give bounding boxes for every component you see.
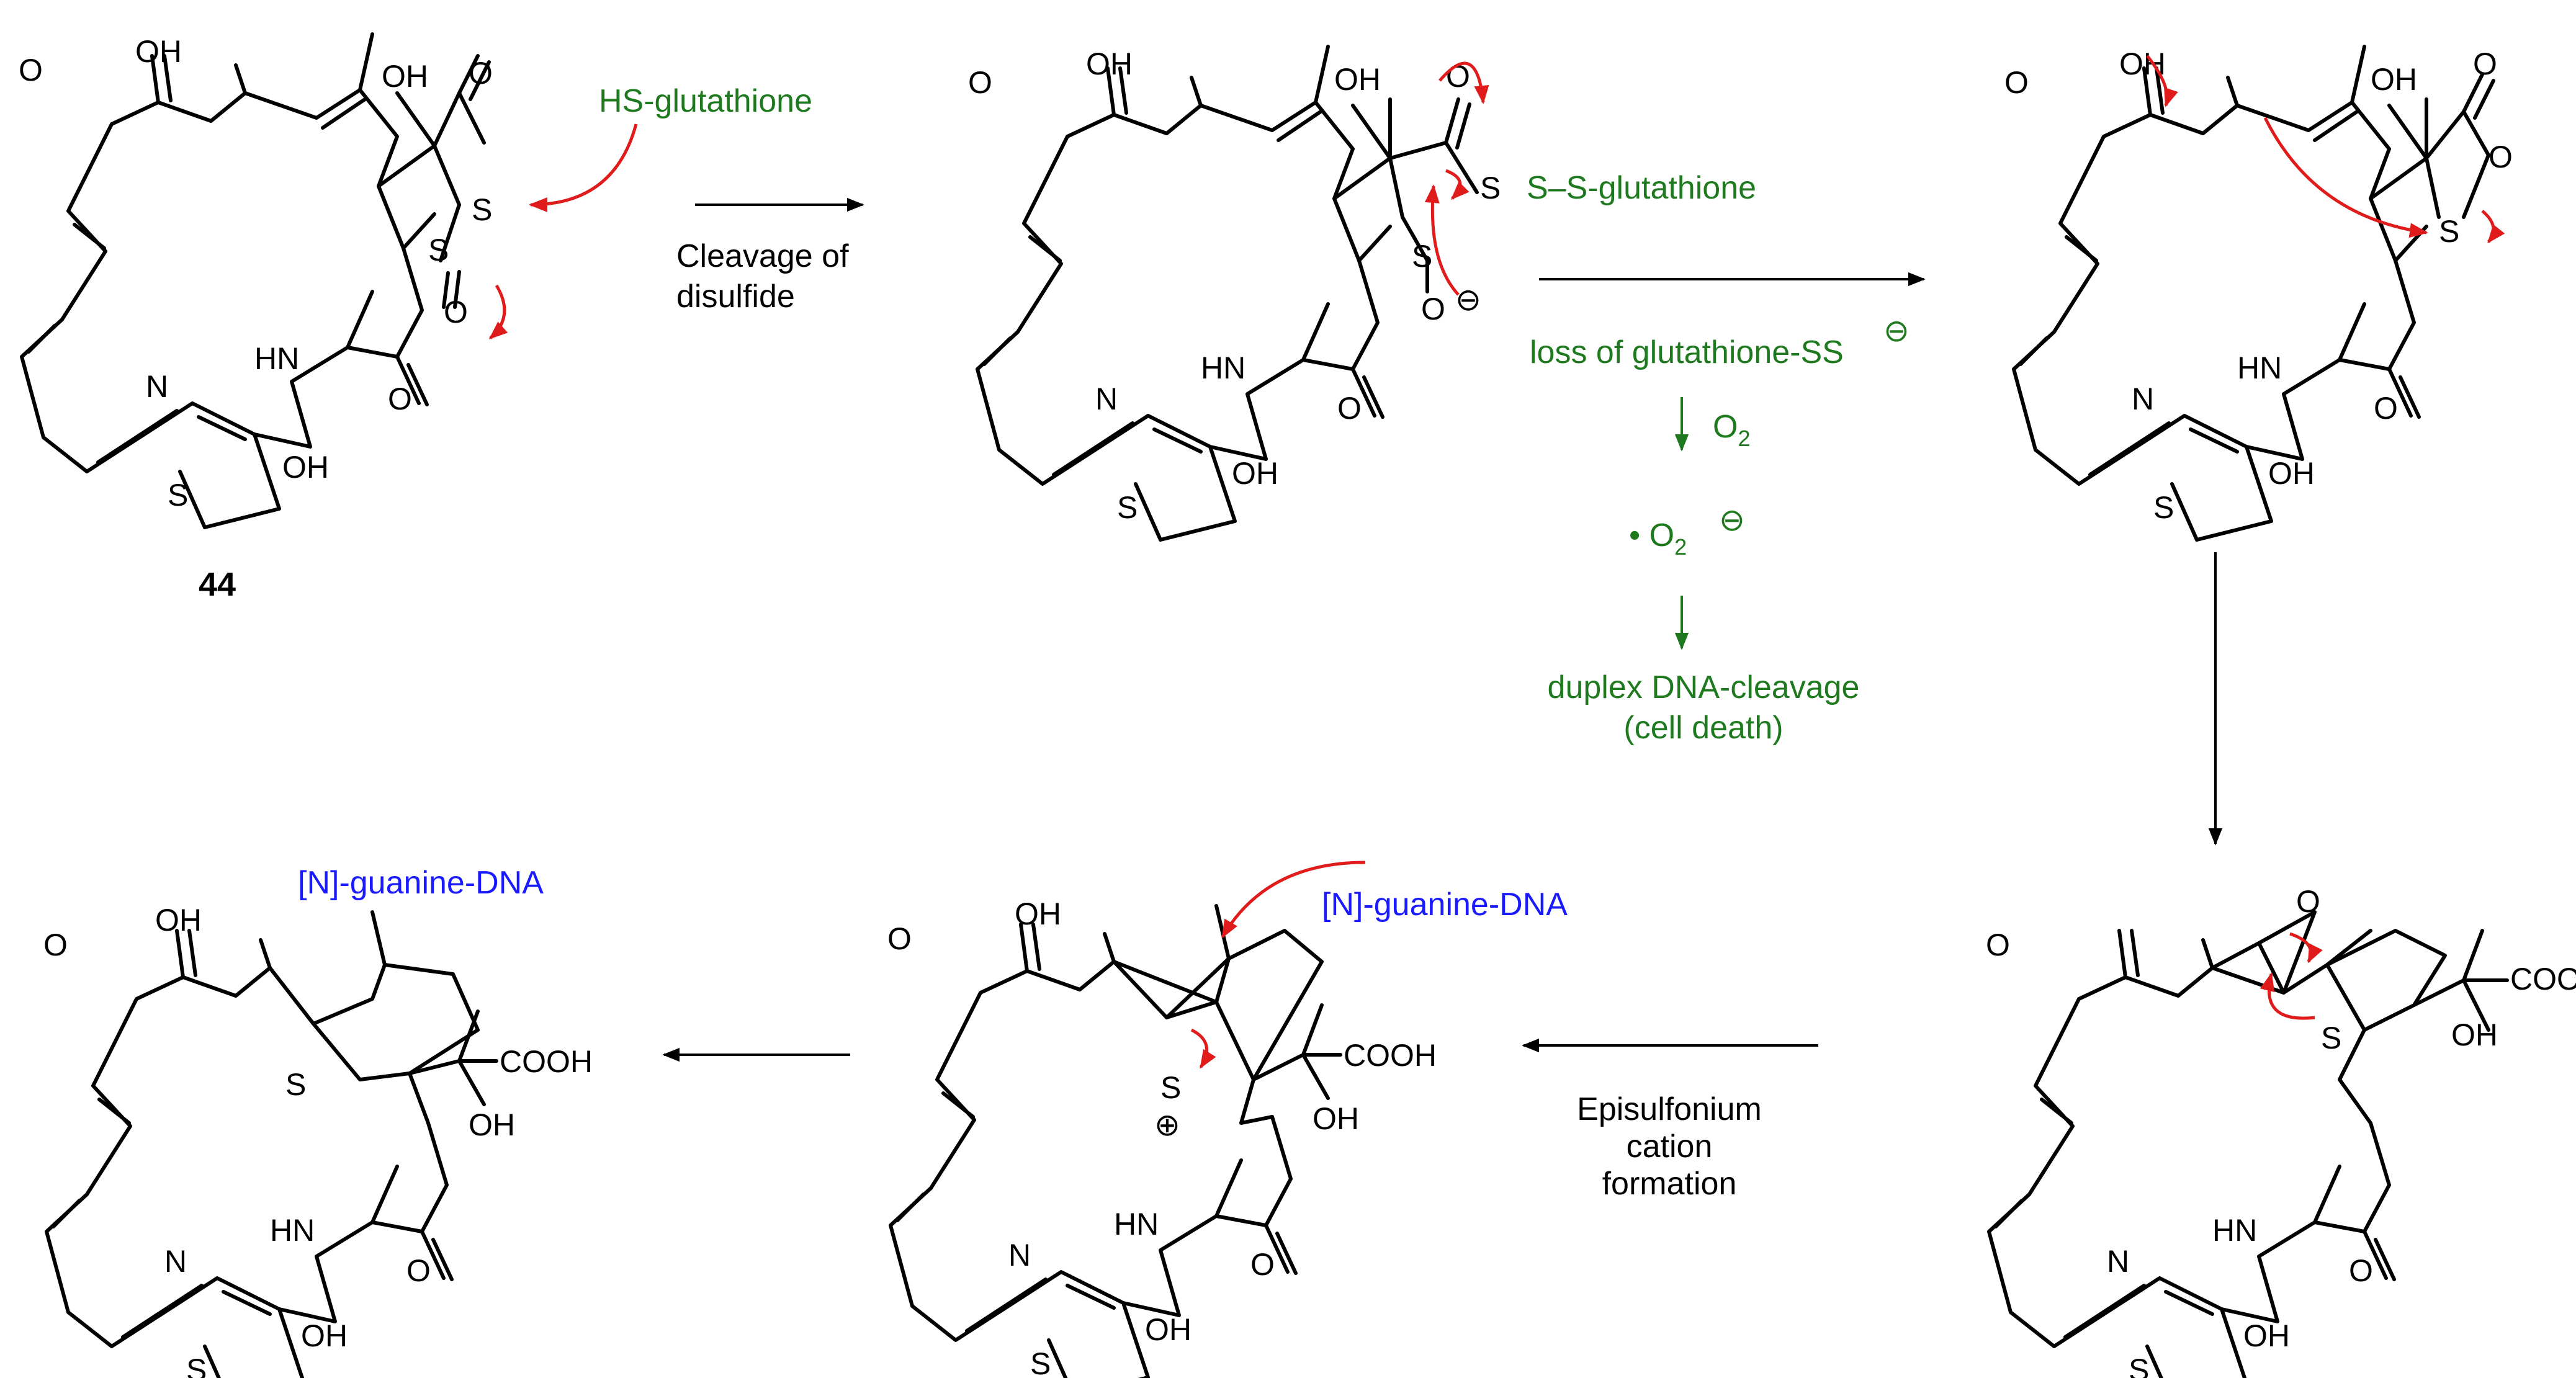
structure-mixed-disulfide: O OH OH O S S O ⊖ HN O N S OH: [968, 45, 1501, 540]
hydroxyl-group: OH: [2119, 47, 2166, 81]
step-label: Episulfonium: [1577, 1091, 1762, 1127]
ketone-oxygen: O: [2004, 65, 2029, 100]
dna-adduct-label: [N]-guanine-DNA: [298, 865, 544, 901]
superoxide-label: • O2: [1629, 517, 1687, 560]
thiazole-nitrogen: N: [2132, 382, 2154, 416]
sulfoxide-oxygen: O: [444, 295, 468, 329]
thiolane-sulfur: S: [2321, 1021, 2341, 1055]
episulfonium-sulfur: S: [1160, 1070, 1181, 1105]
ketone-oxygen: O: [968, 65, 992, 100]
carboxylic-acid: COOH: [2510, 962, 2576, 996]
thiazole-nitrogen: N: [146, 369, 168, 404]
negative-charge: ⊖: [1883, 313, 1910, 348]
hydroxyl-group: OH: [469, 1107, 515, 1142]
positive-charge: ⊕: [1154, 1107, 1180, 1142]
hydroxyl-group: OH: [1086, 47, 1133, 81]
step-label: Cleavage of: [676, 238, 849, 274]
hydroxyl-group: OH: [1313, 1101, 1359, 1136]
step-label: disulfide: [676, 279, 795, 315]
dna-cleavage-label: (cell death): [1623, 710, 1783, 746]
sulfenate-sulfur: S: [1412, 239, 1432, 274]
thiazole-nitrogen: N: [1095, 382, 1118, 416]
amide-nh: HN: [254, 341, 299, 376]
ring-sulfur: S: [2439, 214, 2459, 249]
thiazole-sulfur: S: [1117, 490, 1138, 525]
negative-charge: ⊖: [1455, 282, 1481, 317]
hydroxyl-group: OH: [301, 1318, 348, 1353]
thiazole-nitrogen: N: [2107, 1244, 2129, 1279]
structure-oxathiolanone: O OH OH O O S HN O N S OH: [2004, 45, 2513, 540]
hydroxyl-group: OH: [2371, 62, 2417, 97]
structure-dna-adduct: O OH S COOH OH HN O N S OH: [43, 903, 593, 1378]
carboxylic-acid: COOH: [500, 1044, 593, 1079]
dna-cleavage-label: duplex DNA-cleavage: [1548, 669, 1860, 705]
step-label: loss of glutathione-SS: [1530, 334, 1844, 370]
step-label: cation: [1627, 1129, 1713, 1165]
structure-44: O OH OH O S S O HN O N S OH: [19, 32, 638, 527]
hydroxyl-group: OH: [2451, 1018, 2498, 1052]
thiazole-sulfur: S: [168, 478, 188, 512]
hydroxyl-group: OH: [2243, 1318, 2290, 1353]
hydroxyl-group: OH: [2268, 456, 2315, 491]
hydroxyl-group: OH: [382, 59, 428, 94]
carboxylic-acid: COOH: [1344, 1038, 1437, 1073]
ring-oxygen: O: [2488, 140, 2513, 174]
glutathione-reagent: HS-glutathione: [599, 83, 812, 119]
amide-nh: HN: [2237, 351, 2282, 385]
structure-episulfonium: O OH S ⊕ COOH OH HN O N S OH: [887, 861, 1437, 1378]
structure-epoxide: O O S COOH OH HN O N S OH: [1986, 884, 2576, 1378]
oxygen-reagent: O2: [1713, 409, 1750, 451]
ketone-oxygen: O: [887, 921, 912, 956]
thiazole-sulfur: S: [2129, 1353, 2149, 1378]
thiazole-sulfur: S: [186, 1353, 207, 1378]
ketone-oxygen: O: [43, 928, 68, 962]
amide-oxygen: O: [1250, 1247, 1275, 1282]
compound-number: 44: [199, 566, 236, 603]
thiazole-sulfur: S: [1030, 1346, 1051, 1378]
sulfenate-oxygen: O: [1421, 292, 1445, 326]
thioether-sulfur: S: [285, 1067, 306, 1102]
step-label: formation: [1602, 1166, 1737, 1202]
sulfur-atom: S: [472, 192, 492, 227]
negative-charge: ⊖: [1719, 503, 1745, 537]
hydroxyl-group: OH: [1145, 1312, 1192, 1347]
thiazole-sulfur: S: [2153, 490, 2174, 525]
epoxide-oxygen: O: [2296, 884, 2320, 919]
ketone-oxygen: O: [1986, 928, 2010, 962]
hydroxyl-group: OH: [155, 903, 202, 937]
amide-nh: HN: [2212, 1213, 2257, 1248]
amide-nh: HN: [270, 1213, 315, 1248]
dna-nucleophile-label: [N]-guanine-DNA: [1322, 887, 1568, 923]
hydroxyl-group: OH: [1015, 897, 1061, 931]
amide-oxygen: O: [2374, 391, 2398, 426]
hydroxyl-group: OH: [282, 450, 329, 485]
amide-oxygen: O: [2349, 1253, 2373, 1288]
amide-nh: HN: [1201, 351, 1245, 385]
amide-oxygen: O: [406, 1253, 431, 1288]
disulfide-sulfur: S: [1480, 171, 1501, 205]
sulfoxide-sulfur: S: [428, 233, 449, 267]
ketone-oxygen: O: [19, 53, 43, 87]
amide-nh: HN: [1114, 1207, 1159, 1242]
hydroxyl-group: OH: [1232, 456, 1278, 491]
thiazole-nitrogen: N: [164, 1244, 187, 1279]
lactone-oxygen: O: [469, 56, 493, 91]
amide-oxygen: O: [388, 382, 412, 416]
lactone-oxygen: O: [2473, 47, 2497, 81]
mixed-disulfide-label: S–S-glutathione: [1527, 170, 1756, 206]
amide-oxygen: O: [1337, 391, 1362, 426]
hydroxyl-group: OH: [135, 34, 182, 69]
thiazole-nitrogen: N: [1008, 1238, 1031, 1273]
hydroxyl-group: OH: [1334, 62, 1381, 97]
